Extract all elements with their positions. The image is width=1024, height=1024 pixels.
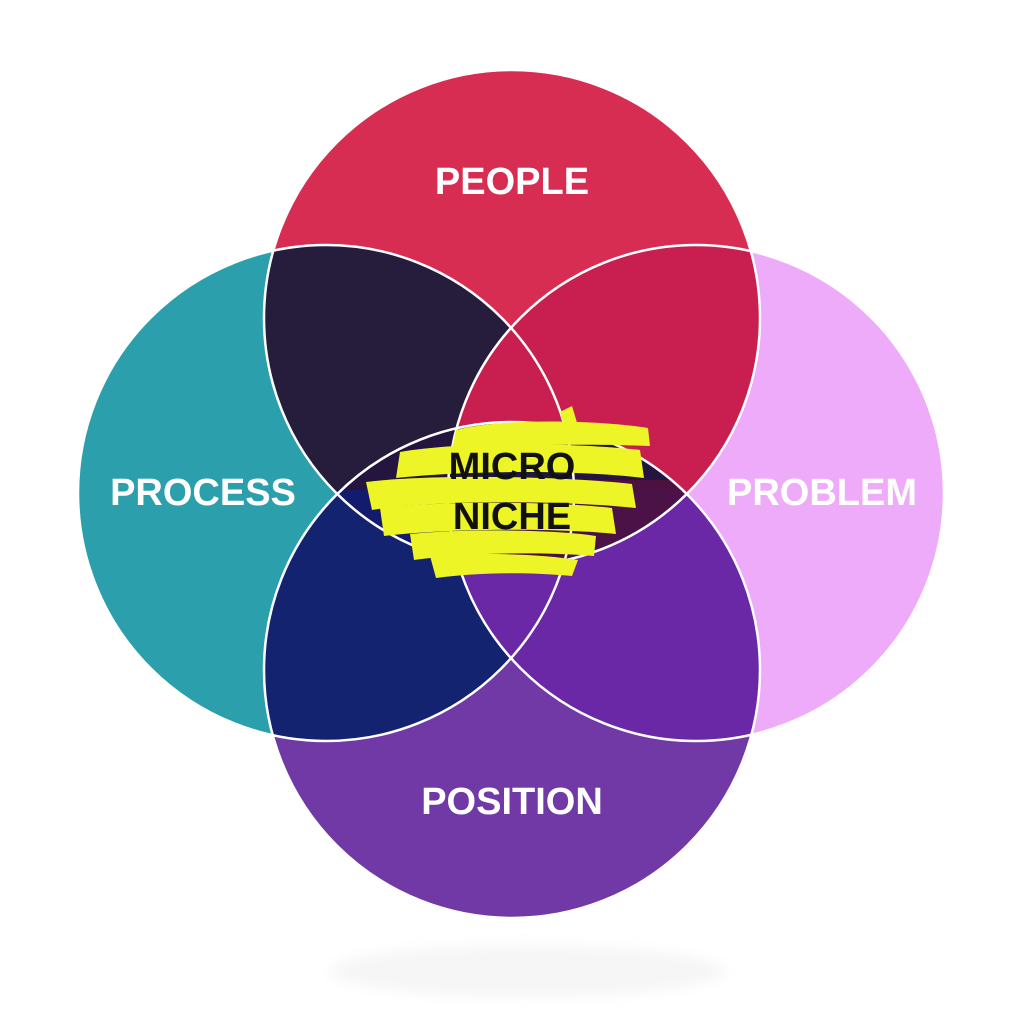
brush-stroke-5 [410, 530, 596, 560]
brush-stroke-2 [396, 444, 644, 478]
center-label-line2: NICHE [453, 496, 571, 538]
brush-stroke-1 [452, 421, 650, 450]
label-people: PEOPLE [435, 161, 589, 203]
label-process: PROCESS [110, 472, 296, 514]
brush-stroke-3 [366, 476, 636, 510]
label-problem: PROBLEM [727, 472, 917, 514]
center-label-line1: MICRO [449, 446, 576, 488]
brush-stroke-7 [560, 406, 578, 430]
outline-position [262, 420, 762, 920]
brush-stroke-4 [380, 502, 616, 536]
label-position: POSITION [421, 781, 603, 823]
brush-stroke-6 [430, 553, 578, 578]
ground-shadow [330, 945, 725, 997]
highlight-brush [366, 406, 650, 578]
